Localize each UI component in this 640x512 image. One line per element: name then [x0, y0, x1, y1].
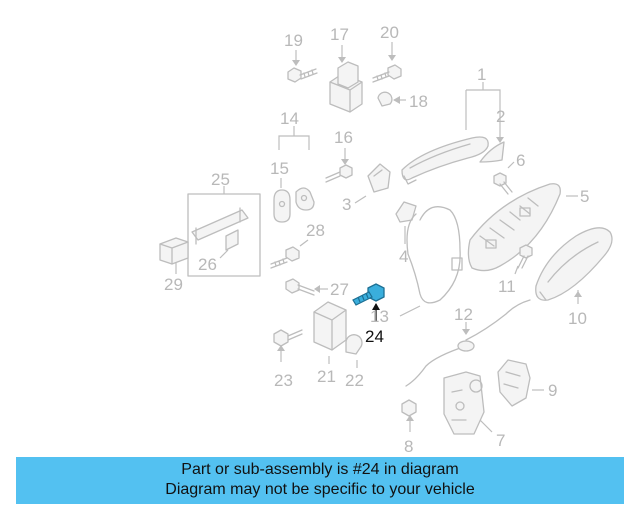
part-11-bolt	[514, 244, 533, 275]
part-26-plate	[219, 229, 239, 259]
part-17-hinge	[329, 45, 363, 113]
label-16: 16	[334, 128, 353, 147]
part-29-stopper	[159, 237, 189, 274]
label-20: 20	[380, 23, 399, 42]
label-21: 21	[317, 367, 336, 386]
part-24-bolt-highlighted[interactable]	[352, 283, 385, 322]
label-22: 22	[345, 371, 364, 390]
label-3: 3	[342, 195, 351, 214]
part-19-bolt	[287, 50, 318, 83]
part-8-bolt	[401, 399, 417, 432]
label-11: 11	[498, 277, 516, 296]
label-1: 1	[477, 65, 486, 84]
part-7-latch	[443, 371, 493, 435]
label-13: 13	[370, 307, 389, 326]
part-27-bolt	[285, 278, 328, 296]
part-13-rod	[399, 206, 463, 317]
part-4-clip	[395, 201, 417, 244]
callout-labels: 19 17 20 18 1 2 14 16 6 15 3 5 25 28 4 2…	[164, 23, 589, 456]
label-9: 9	[548, 381, 557, 400]
label-2: 2	[496, 107, 505, 126]
label-29: 29	[164, 275, 183, 294]
part-23-bolt	[273, 329, 303, 362]
label-8: 8	[404, 437, 413, 456]
part-25-door-check	[187, 186, 261, 277]
part-2-handle-cap	[479, 124, 505, 163]
label-27: 27	[330, 280, 349, 299]
info-banner: Part or sub-assembly is #24 in diagram D…	[16, 457, 624, 504]
part-20-bolt	[372, 42, 402, 83]
label-10: 10	[568, 309, 587, 328]
part-5-handle-frame	[467, 183, 578, 272]
part-22-bushing	[345, 334, 363, 368]
part-1-outer-handle	[401, 82, 501, 185]
label-28: 28	[306, 221, 325, 240]
label-19: 19	[284, 31, 303, 50]
part-10-inner-handle	[535, 227, 613, 304]
part-6-bolt	[493, 161, 515, 195]
label-12: 12	[454, 305, 473, 324]
label-14: 14	[280, 109, 299, 128]
banner-line-2: Diagram may not be specific to your vehi…	[165, 481, 475, 498]
parts-diagram: 19 17 20 18 1 2 14 16 6 15 3 5 25 28 4 2…	[159, 23, 613, 456]
label-18: 18	[409, 92, 428, 111]
part-14-bracket-set	[278, 126, 310, 150]
label-5: 5	[580, 187, 589, 206]
part-21-hinge	[313, 301, 347, 364]
part-3-pad	[354, 163, 391, 204]
label-6: 6	[516, 151, 525, 170]
label-15: 15	[270, 159, 289, 178]
part-18-bushing	[377, 91, 406, 107]
part-28-bolt	[270, 239, 309, 269]
label-4: 4	[399, 247, 408, 266]
part-16-bolt	[325, 148, 353, 183]
label-26: 26	[198, 255, 217, 274]
label-17: 17	[330, 25, 349, 44]
banner-line-1: Part or sub-assembly is #24 in diagram	[181, 461, 459, 478]
label-23: 23	[274, 371, 293, 390]
part-12-cable	[405, 299, 531, 387]
part-9-bracket	[497, 359, 544, 407]
label-24: 24	[365, 327, 384, 346]
label-25: 25	[211, 170, 230, 189]
part-15-check-plate	[273, 178, 315, 223]
label-7: 7	[496, 431, 505, 450]
